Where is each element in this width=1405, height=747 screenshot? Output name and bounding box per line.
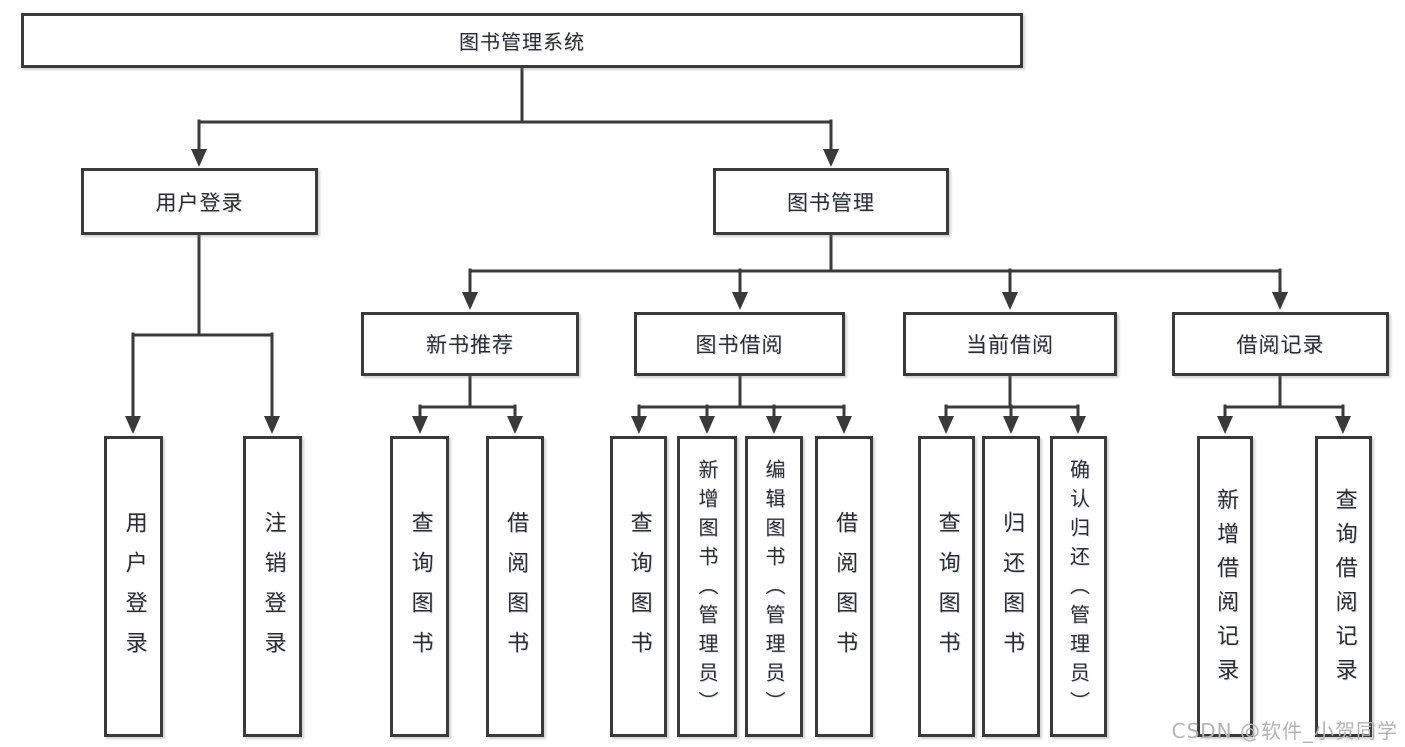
leaf-borrowing-borrow-books-label: 借阅图书 [832,511,858,671]
leaf-recommend-search-books-label: 查询图书 [407,511,433,671]
leaf-logout: 注销登录 [243,436,302,737]
leaf-borrowing-add-books-label: 新增图书（管理员） [695,458,719,720]
leaf-user-login-label: 用户登录 [121,511,147,671]
csdn-watermark: CSDN @软件_小贺同学 [1171,719,1398,743]
node-book-management: 图书管理 [713,168,949,235]
node-user-login: 用户登录 [81,168,318,235]
leaf-recommend-borrow-books-label: 借阅图书 [503,511,529,671]
leaf-recommend-borrow-books: 借阅图书 [486,436,544,737]
node-book-borrowing-label: 图书借阅 [695,333,784,357]
arrowheads [125,149,1351,434]
leaf-current-search-books: 查询图书 [918,436,975,737]
leaf-borrowing-search-books: 查询图书 [610,436,667,737]
leaf-logout-label: 注销登录 [260,511,286,671]
node-book-management-label: 图书管理 [787,190,875,215]
leaf-borrowing-borrow-books: 借阅图书 [815,436,873,737]
leaf-records-search-record-label: 查询借阅记录 [1331,487,1357,692]
leaf-current-return-books: 归还图书 [982,436,1040,737]
node-root-label: 图书管理系统 [459,30,585,54]
leaf-records-add-record: 新增借阅记录 [1197,436,1253,737]
leaf-records-search-record: 查询借阅记录 [1315,436,1372,737]
leaf-current-search-books-label: 查询图书 [934,511,960,671]
leaf-current-confirm-return-label: 确认归还（管理员） [1066,458,1091,720]
node-current-borrowing-label: 当前借阅 [966,333,1054,357]
node-book-borrowing: 图书借阅 [634,312,845,376]
node-user-login-label: 用户登录 [155,190,244,215]
node-current-borrowing: 当前借阅 [903,312,1117,376]
leaf-borrowing-edit-books: 编辑图书（管理员） [745,436,803,737]
leaf-user-login: 用户登录 [104,436,163,737]
leaf-borrowing-add-books: 新增图书（管理员） [677,436,737,737]
leaf-current-confirm-return: 确认归还（管理员） [1050,436,1107,737]
node-new-book-recommend-label: 新书推荐 [426,333,514,357]
node-borrowing-records-label: 借阅记录 [1236,333,1325,357]
leaf-borrowing-edit-books-label: 编辑图书（管理员） [762,458,786,720]
leaf-records-add-record-label: 新增借阅记录 [1213,487,1239,692]
connector-paths [131,66,1345,419]
node-borrowing-records: 借阅记录 [1172,312,1389,376]
node-root: 图书管理系统 [21,13,1023,68]
leaf-borrowing-search-books-label: 查询图书 [626,511,652,671]
leaf-current-return-books-label: 归还图书 [999,511,1025,671]
leaf-recommend-search-books: 查询图书 [390,436,449,737]
node-new-book-recommend: 新书推荐 [361,312,579,376]
